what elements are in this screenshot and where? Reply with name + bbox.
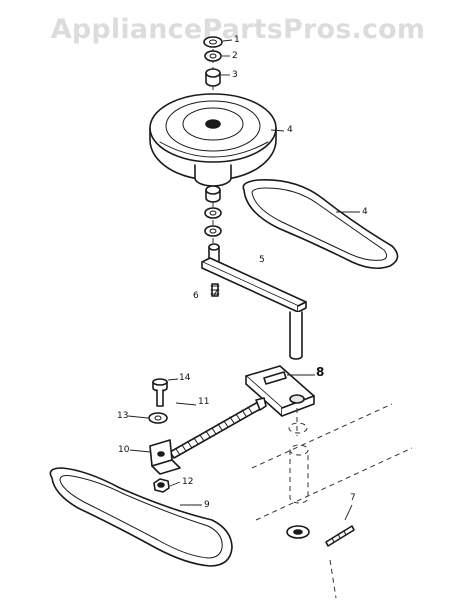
callout-5: 5	[259, 255, 265, 265]
part-14-bolt	[152, 378, 168, 407]
callout-8: 8	[316, 365, 325, 379]
callout-9: 9	[204, 500, 210, 510]
callout-2: 2	[232, 51, 238, 61]
part-5-idler-arm	[201, 243, 307, 360]
deck-frame-outline	[251, 403, 413, 599]
callout-7: 7	[350, 493, 356, 503]
callout-4-belt: 4	[362, 207, 368, 217]
part-4-pulley	[149, 93, 277, 187]
part-1-washer	[203, 36, 223, 48]
watermark: AppliancePartsPros.com	[50, 14, 426, 45]
part-8-bracket	[245, 365, 315, 417]
part-13-washer	[148, 412, 168, 424]
callout-14: 14	[179, 373, 191, 383]
belt-upper	[242, 179, 399, 270]
callout-3: 3	[232, 70, 238, 80]
leader-lines	[127, 39, 360, 521]
part-12-nut	[153, 478, 170, 493]
belt-lower	[49, 467, 233, 567]
callout-12: 12	[182, 477, 194, 487]
callout-1: 1	[234, 35, 240, 45]
callout-11: 11	[198, 397, 210, 407]
callout-10: 10	[118, 445, 130, 455]
part-2-washer	[204, 50, 222, 62]
callout-13: 13	[117, 411, 129, 421]
part-7-pin	[286, 525, 355, 547]
part-3-bushing	[205, 68, 221, 87]
part-11-threaded-rod	[169, 397, 267, 459]
callout-4-pulley: 4	[287, 125, 293, 135]
shaft-spacers	[204, 185, 222, 237]
callout-6: 6	[193, 291, 199, 301]
part-10-bracket	[149, 439, 181, 475]
